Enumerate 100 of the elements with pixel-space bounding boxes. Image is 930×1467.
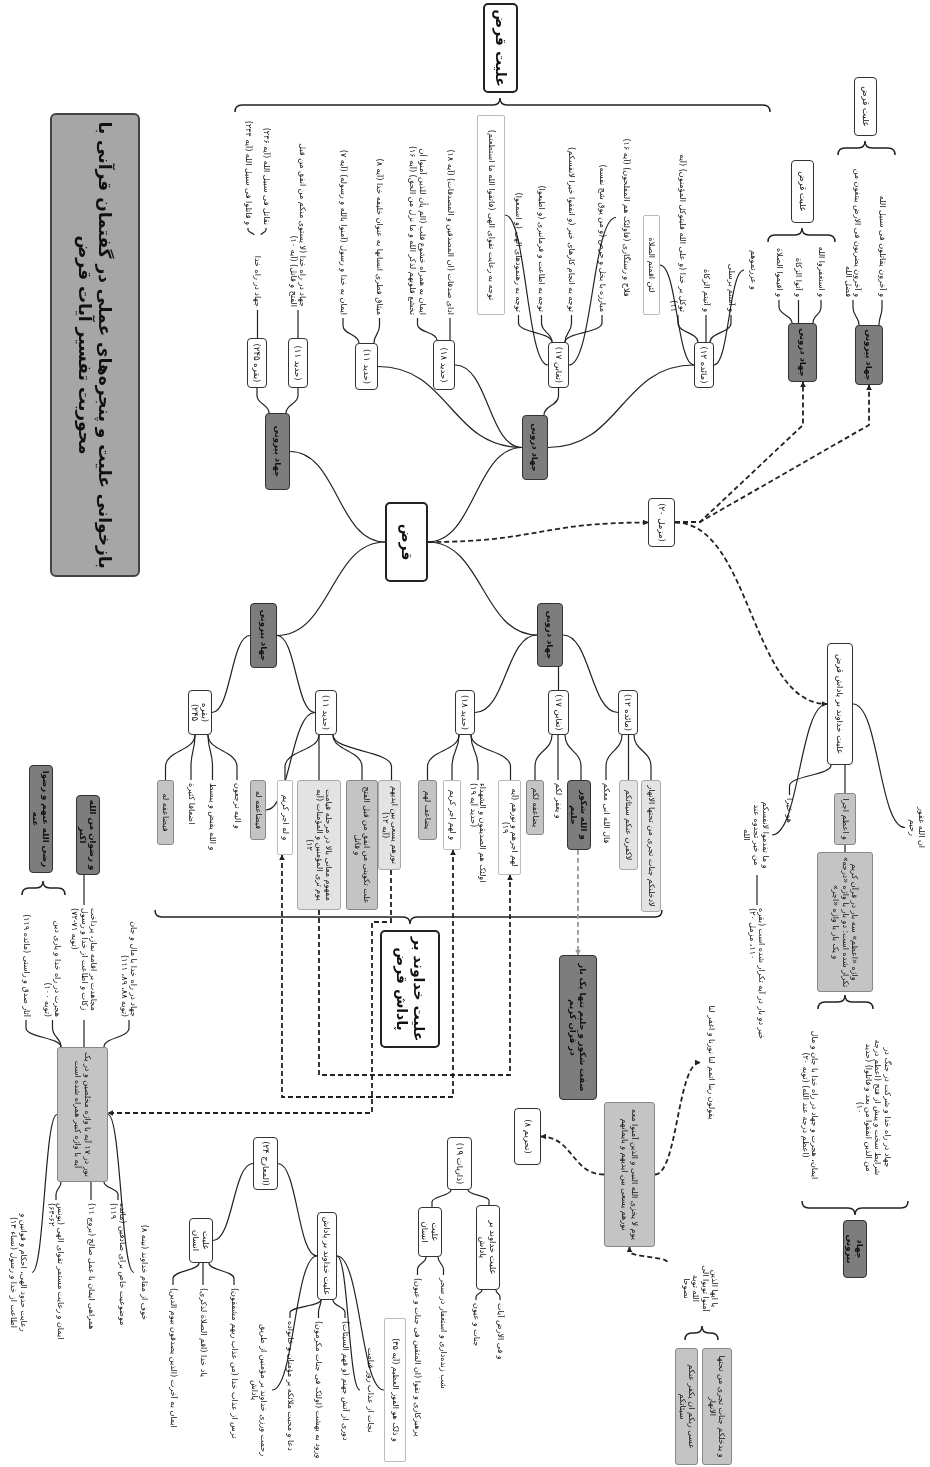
dashed-arrow <box>674 384 872 523</box>
connector-line <box>90 1181 92 1201</box>
topic-box: علیت قرض <box>483 3 518 93</box>
note-text: همراهی ایمان با عمل صالح (بروج ۱۱) <box>80 1200 102 1345</box>
framed-note: و لهم اجر کریم <box>443 780 461 850</box>
note-text: جهاد در راه خدا با مال و جان (توبه ۸۸، ۸۹، ۱۱۱) <box>112 905 146 1020</box>
connector-line <box>627 734 630 781</box>
highlight-box: عسی ربکم ان یکفر عنکم سیئاتکم <box>675 1348 698 1465</box>
connector-line <box>51 1019 62 1048</box>
connector-line <box>454 364 523 449</box>
category-box: و رضوان من الله اکبر <box>75 795 100 875</box>
connector-line <box>260 227 267 236</box>
reference-box: (ذاریات ۱۹) <box>447 1137 472 1190</box>
note-box: نورهم یسعی بین ایدیهم (آیه ۱۲) <box>378 780 401 870</box>
connector-line <box>83 874 85 906</box>
connector-line <box>534 734 553 781</box>
note-text: و آتوا الزکاة <box>790 225 807 300</box>
connector-line <box>504 214 549 366</box>
note-text: و قاتلوا فی سبیل الله (آیه ۲۴۴) <box>240 110 256 228</box>
category-box: جهاد بیرونی <box>842 1220 867 1278</box>
reference-box: (حدید ۱۸) <box>433 340 455 390</box>
reference-box: (بقره ۲۴۵) <box>247 338 267 388</box>
connector-line <box>207 734 238 781</box>
note-text: و یغفر لکم <box>550 780 566 835</box>
note-text: دعا و محبت ملائکه بر مؤمنان و خانواده <box>278 1318 302 1462</box>
reference-box: (حدید ۱۱) <box>355 343 378 390</box>
connector-line <box>277 1162 318 1257</box>
connector-line <box>547 364 695 449</box>
connector-line <box>342 317 360 344</box>
dashed-arrow <box>318 874 513 1076</box>
note-text: ان الله غفور رحیم <box>905 795 929 860</box>
reference-box: (تغابن ۱۷) <box>548 342 569 388</box>
connector-line <box>543 387 560 416</box>
note-text: موضوعیت خاص برای صادقین (مائده ۱۱۹) <box>107 1200 128 1345</box>
note-text: اضعافا کثیرة <box>182 780 200 855</box>
connector-line <box>852 299 860 326</box>
connector-line <box>285 387 299 414</box>
connector-line <box>256 387 270 414</box>
reference-box: (حدید ۱۱) <box>288 338 308 388</box>
connector-line <box>256 309 259 339</box>
note-text: ایمان به آخرت (الذین یصدقون بیوم الدین) <box>160 1285 186 1462</box>
highlight-box: یضاعف لهم <box>418 780 437 840</box>
note-text: و الله یقبض و یبسط <box>203 780 222 870</box>
connector-line <box>247 227 255 236</box>
connector-line <box>677 314 699 343</box>
connector-line <box>107 1113 135 1274</box>
topic-box: علیت خداوند بر پاداش قرض <box>380 930 440 1048</box>
connector-line <box>878 299 883 326</box>
connector-line <box>495 1289 501 1301</box>
note-text: مبارزه با بخل و حرص (و من یوق شح نفسه) <box>593 135 611 315</box>
highlight-box: واژه «اعظم» سه بار در قرآن کریم تکرار شده است: دو بار با واژه «درجه» و یک بار با واژه «اجر» <box>817 852 873 992</box>
note-text: و ما تقدموا لانفسکم من خیر تجدوه عند الله <box>740 795 772 875</box>
note-text: نقاتل فی سبیل الله (آیه ۲۴۶) <box>258 110 274 228</box>
connector-line <box>557 666 560 691</box>
note-text: پرهیزکاری و تقوا (ان المتقین فی جنات و عیون) <box>408 1275 427 1440</box>
connector-line <box>713 269 745 366</box>
note-text: دوری از آتش جهنم (و قهم السیئات) <box>334 1318 356 1462</box>
title-box: بازخوانی علیت و پنجره‌های عملی در گفتمان قرآنی با محوریت تفسیر آیات قرض <box>50 113 140 577</box>
reference-box: علیت خداوند بر پاداش قرض <box>827 643 853 765</box>
note-text: ایمان و رعایت مستمر تقوای الهی (یونس ۶۲-۶۴) <box>40 1200 72 1345</box>
connector-line <box>317 1299 322 1319</box>
framed-note: و له اجر کریم <box>277 780 293 855</box>
reference-box: (حدید ۱۸) <box>455 690 475 735</box>
note-text: ایمان به خدا و رسول (آمنوا بالله و رسوله) (آیه ۷) <box>333 140 353 318</box>
note-box: لاکفرن عنکم سیئاتکم <box>619 780 638 870</box>
note-text: جنات و عیون <box>466 1300 486 1400</box>
dashed-arrow <box>107 869 392 1116</box>
connector-line <box>55 1181 62 1201</box>
note-text: ترس از عذاب خدا (من عذاب ربهم مشفقون) <box>221 1285 247 1462</box>
note-text: میثاق فطری انسانها به عنوان خلیفه خدا (آیه ۸) <box>366 140 393 318</box>
note-text: خوف از مقام خداوند (بینه ۸) <box>134 1200 154 1345</box>
note-text: یا ایها الذین آمنوا توبوا الی الله توبة نصوحا <box>663 1262 738 1315</box>
dashed-arrow <box>575 849 581 956</box>
connector-line <box>83 1019 85 1048</box>
connector-line <box>172 1262 200 1286</box>
connector-line <box>540 314 553 343</box>
reference-box: (تغابن ۱۷) <box>548 690 569 735</box>
note-text: رعایت حدود الهی، احکام و قوانین و اطاعت از خدا و رسول (نساء ۱۳) <box>5 1200 32 1345</box>
note-box: مفهوم معانی بالا در مرحله قیامت یوم تری المؤمنین و المؤمنات (آیه ۱۲) <box>297 780 341 910</box>
connector-line <box>470 734 512 781</box>
connector-line <box>568 216 617 366</box>
category-box: جهاد بیرونی <box>265 413 290 490</box>
connector-line <box>437 1256 445 1276</box>
note-text: اولئک هم الصدیقون و الشهداء (حدید آیه ۱۹) <box>464 780 492 905</box>
dashed-arrow <box>427 519 649 543</box>
connector-line <box>557 734 559 781</box>
reference-box: (مزمل ۲۰) <box>648 498 675 547</box>
connector-line <box>276 634 316 714</box>
note-text: توجه به رهنمودهای الهی (و اسمعوا) <box>510 135 527 315</box>
category-box: و الله شکور حلیم <box>566 780 591 850</box>
connector-line <box>207 734 214 781</box>
connector-line <box>778 299 793 324</box>
connector-line <box>212 1162 254 1242</box>
connector-line <box>564 314 603 343</box>
highlight-box: علت تکوینی من انفق من قبل الفتح و قاتل <box>346 780 378 910</box>
connector-line <box>517 314 553 343</box>
connector-line <box>705 314 707 343</box>
category-box: جهاد درونی <box>788 323 817 382</box>
connector-line <box>103 1019 130 1048</box>
reference-box: (مائده ۱۲) <box>694 342 714 388</box>
